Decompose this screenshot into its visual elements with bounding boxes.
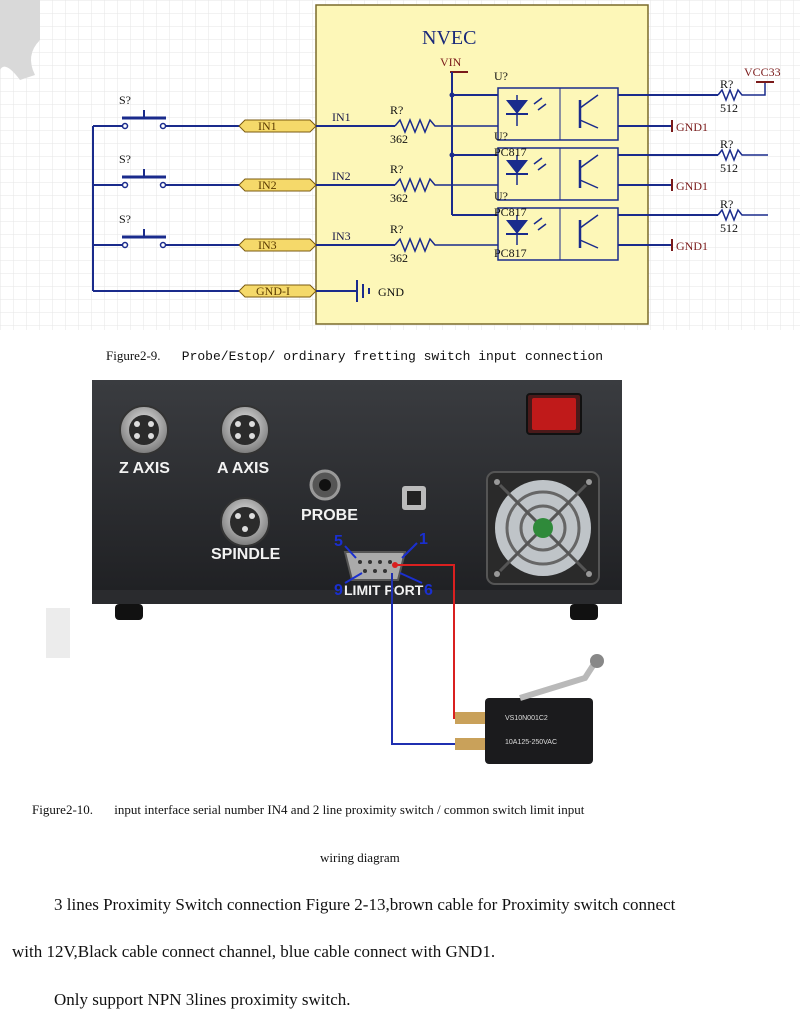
gnd-symbol — [356, 280, 370, 302]
spindle-connector — [220, 497, 270, 547]
paper-edge — [46, 608, 70, 658]
switch-bus — [92, 125, 245, 292]
input-resistors: R? 362 R? 362 R? 362 — [390, 103, 498, 265]
net-label-in2-text: IN2 — [258, 178, 277, 192]
svg-text:S?: S? — [119, 152, 131, 166]
svg-text:R?: R? — [720, 77, 733, 91]
svg-text:R?: R? — [390, 162, 403, 176]
net-label-in2 — [238, 178, 317, 192]
figure-2-10-caption-line2: wiring diagram — [320, 850, 400, 865]
a-axis-label: A AXIS — [217, 460, 269, 477]
gnd-label: GND — [378, 285, 404, 299]
svg-text:U?: U? — [494, 189, 508, 203]
svg-text:512: 512 — [720, 101, 738, 115]
optocoupler-1: U? — [494, 69, 619, 141]
net-label-gnd-i-text: GND-I — [256, 284, 290, 298]
wire-label-in3: IN3 — [332, 229, 351, 243]
pin-1-label: 1 — [419, 531, 428, 548]
db9-limit-port — [343, 551, 407, 581]
figure-2-10-caption: Figure2-10. input interface serial numbe… — [32, 802, 584, 818]
micro-switch: VS10N001C2 10A125-250VAC — [455, 654, 604, 764]
vcc33-label: VCC33 — [744, 65, 781, 79]
probe-label: PROBE — [301, 507, 358, 524]
vin-label: VIN — [440, 55, 462, 69]
svg-text:362: 362 — [390, 251, 408, 265]
figure-2-9-caption: Figure2-9. Probe/Estop/ ordinary frettin… — [106, 348, 603, 364]
a-axis-connector — [220, 405, 270, 455]
schematic-diagram: NVEC S? S? S? IN1 IN2 — [0, 0, 800, 330]
svg-text:512: 512 — [720, 161, 738, 175]
power-switch-rocker — [532, 398, 576, 430]
svg-text:R?: R? — [720, 137, 733, 151]
switch-1: S? — [119, 93, 245, 130]
net-label-in1-text: IN1 — [258, 119, 277, 133]
svg-text:362: 362 — [390, 191, 408, 205]
input-wires — [316, 125, 395, 292]
nvec-block — [315, 4, 649, 325]
paragraph-1-line-2: with 12V,Black cable connect channel, bl… — [12, 942, 496, 961]
svg-text:R?: R? — [720, 197, 733, 211]
figure-2-9-number: Figure2-9. — [106, 348, 161, 363]
z-axis-connector — [119, 405, 169, 455]
gnd1-label-1: GND1 — [676, 120, 708, 134]
svg-text:U?: U? — [494, 129, 508, 143]
net-label-in3-text: IN3 — [258, 238, 277, 252]
optocoupler-3: U? PC817 PC817 — [494, 189, 619, 261]
foot-left — [115, 604, 143, 620]
figure-2-10-text: input interface serial number IN4 and 2 … — [114, 802, 585, 817]
svg-text:S?: S? — [119, 212, 131, 226]
output-wires — [618, 94, 718, 246]
map-watermark — [0, 0, 40, 80]
probe-jack — [309, 469, 341, 501]
usb-port — [402, 486, 426, 510]
switch-model-text: VS10N001C2 — [505, 715, 548, 722]
switch-3: S? — [119, 212, 245, 249]
figure-2-10-number: Figure2-10. — [32, 802, 94, 817]
spindle-label: SPINDLE — [211, 546, 281, 563]
svg-text:U?: U? — [494, 69, 508, 83]
paragraph-2: Only support NPN 3lines proximity switch… — [54, 990, 351, 1009]
svg-text:R?: R? — [390, 103, 403, 117]
cooling-fan — [486, 471, 600, 585]
svg-text:PC817: PC817 — [494, 246, 527, 260]
figure-2-9-text: Probe/Estop/ ordinary fretting switch in… — [181, 349, 604, 364]
paragraph-1-line-1: 3 lines Proximity Switch connection Figu… — [54, 895, 676, 914]
limit-port-label: LIMIT PORT — [344, 582, 424, 598]
svg-text:S?: S? — [119, 93, 131, 107]
pin-6-label: 6 — [424, 582, 433, 599]
svg-text:PC817: PC817 — [494, 145, 527, 159]
z-axis-label: Z AXIS — [119, 460, 170, 477]
blue-wire — [391, 573, 470, 745]
nvec-title: NVEC — [422, 27, 476, 49]
gnd1-label-2: GND1 — [676, 179, 708, 193]
gnd1-label-3: GND1 — [676, 239, 708, 253]
net-label-gnd-i — [238, 284, 317, 298]
pin-5-label: 5 — [334, 533, 343, 550]
pin-pointers — [344, 542, 423, 584]
switch-2: S? — [119, 152, 245, 189]
pull-resistors: R? 512 R? 512 R? 512 VCC33 — [717, 65, 781, 235]
svg-text:512: 512 — [720, 221, 738, 235]
svg-text:PC817: PC817 — [494, 205, 527, 219]
net-label-in1 — [238, 119, 317, 133]
svg-text:362: 362 — [390, 132, 408, 146]
foot-right — [570, 604, 598, 620]
wire-label-in1: IN1 — [332, 110, 351, 124]
vin-rail: VIN — [440, 55, 498, 216]
optocoupler-2: U? PC817 — [494, 129, 619, 201]
net-label-in3 — [238, 238, 317, 252]
pin-9-label: 9 — [334, 582, 343, 599]
wire-label-in2: IN2 — [332, 169, 351, 183]
switch-rating-text: 10A125-250VAC — [505, 739, 557, 746]
svg-text:R?: R? — [390, 222, 403, 236]
controller-photo: Z AXIS A AXIS PROBE SPINDLE LIMIT PORT 5… — [46, 380, 622, 764]
controller-base — [92, 590, 622, 604]
